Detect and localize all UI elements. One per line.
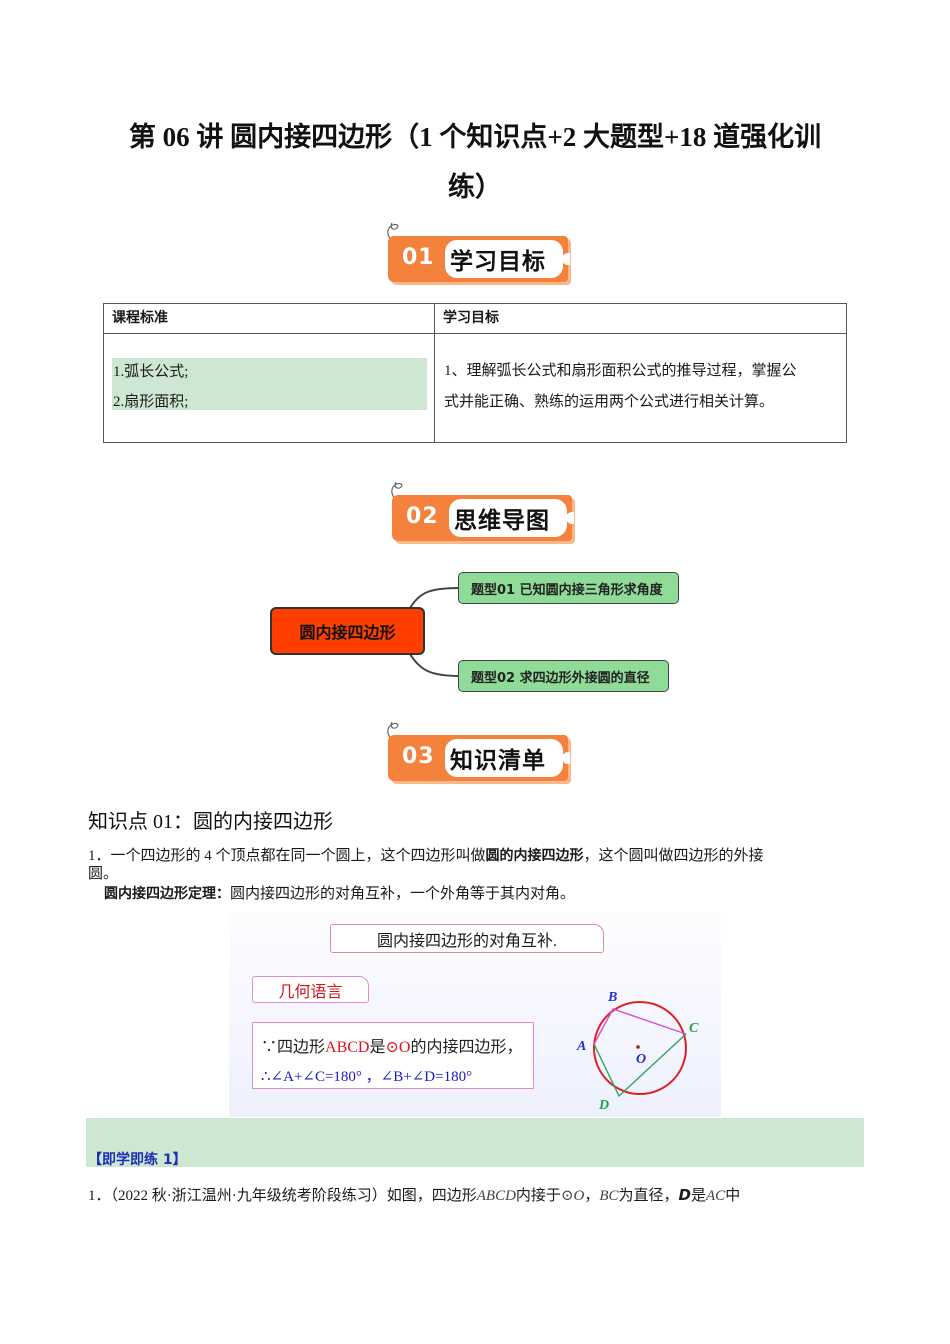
geometry-language-tag: 几何语言	[252, 976, 369, 1003]
objective-cell: 1、理解弧长公式和扇形面积公式的推导过程，掌握公 式并能正确、熟练的运用两个公式…	[434, 333, 847, 443]
objective-line: 式并能正确、熟练的运用两个公式进行相关计算。	[444, 394, 775, 410]
point-label-o: O	[636, 1052, 646, 1067]
section-label: 学习目标	[450, 249, 546, 275]
section-badge-01: 01 学习目标	[378, 220, 570, 282]
point-label-b: B	[607, 990, 617, 1005]
point-label-d: D	[598, 1098, 609, 1112]
curl-icon	[387, 721, 399, 742]
definition-text: 1．一个四边形的 4 个顶点都在同一个圆上，这个四边形叫做	[88, 848, 486, 864]
highlight-block	[112, 358, 427, 410]
goals-table: 课程标准 学习目标 1.弧长公式; 2.扇形面积; 1、理解弧长公式和扇形面积公…	[103, 303, 847, 443]
objective-line: 1、理解弧长公式和扇形面积公式的推导过程，掌握公	[444, 363, 797, 379]
theorem-paragraph: 圆内接四边形定理：圆内接四边形的对角互补，一个外角等于其内对角。	[104, 885, 879, 903]
practice-label: 【即学即练 1】	[88, 1152, 187, 1168]
theorem-text: 圆内接四边形的对角互补，一个外角等于其内对角。	[230, 886, 576, 902]
inscribed-quadrilateral-diagram: B C A D O	[576, 990, 699, 1112]
theorem-illustration: 圆内接四边形的对角互补. 几何语言 ∵四边形ABCD是⊙O的内接四边形， ∴∠A…	[229, 912, 721, 1117]
point-label-c: C	[689, 1021, 699, 1036]
practice-banner: 【即学即练 1】	[86, 1118, 864, 1168]
title-line-1: 第 06 讲 圆内接四边形（1 个知识点+2 大题型+18 道强化训	[128, 122, 822, 152]
standards-cell: 1.弧长公式; 2.扇形面积;	[103, 333, 435, 443]
knowledge-point-heading: 知识点 01：圆的内接四边形	[88, 811, 333, 833]
header-learning-objective: 学习目标	[434, 303, 847, 334]
section-label: 思维导图	[454, 508, 550, 534]
geometry-statement-box: ∵四边形ABCD是⊙O的内接四边形， ∴∠A+∠C=180° ，∠B+∠D=18…	[252, 1022, 534, 1089]
curl-icon	[387, 222, 399, 243]
practice-question-1: 1．（2022 秋·浙江温州·九年级统考阶段练习）如图，四边形ABCD内接于⊙O…	[88, 1186, 741, 1204]
standard-item: 2.扇形面积;	[113, 394, 189, 410]
theorem-label: 圆内接四边形定理：	[104, 886, 230, 902]
mind-map-branch-1: 题型01 已知圆内接三角形求角度	[458, 572, 679, 604]
definition-paragraph: 1．一个四边形的 4 个顶点都在同一个圆上，这个四边形叫做圆的内接四边形，这个圆…	[88, 847, 863, 883]
section-label: 知识清单	[450, 748, 546, 774]
document-title: 第 06 讲 圆内接四边形（1 个知识点+2 大题型+18 道强化训 练）	[90, 112, 860, 212]
section-number: 01	[402, 245, 435, 270]
mind-map-root: 圆内接四边形	[270, 607, 425, 655]
title-line-2: 练）	[448, 172, 502, 202]
mind-map-branch-2: 题型02 求四边形外接圆的直径	[458, 660, 669, 692]
illustration-title: 圆内接四边形的对角互补.	[330, 924, 604, 953]
point-label-a: A	[576, 1039, 586, 1054]
section-badge-02: 02 思维导图	[382, 479, 574, 541]
header-curriculum-standard: 课程标准	[103, 303, 435, 334]
definition-text: ，这个圆叫做四边形的外接	[583, 848, 764, 864]
definition-term: 圆的内接四边形	[485, 848, 584, 864]
section-badge-03: 03 知识清单	[378, 719, 570, 781]
definition-text: 圆。	[88, 866, 119, 882]
curl-icon	[391, 481, 403, 502]
section-number: 02	[406, 504, 439, 529]
statement-line-2: ∴∠A+∠C=180° ，∠B+∠D=180°	[261, 1069, 473, 1085]
section-number: 03	[402, 744, 435, 769]
statement-line-1: ∵四边形ABCD是⊙O的内接四边形，	[261, 1039, 523, 1056]
standard-item: 1.弧长公式;	[113, 364, 189, 380]
